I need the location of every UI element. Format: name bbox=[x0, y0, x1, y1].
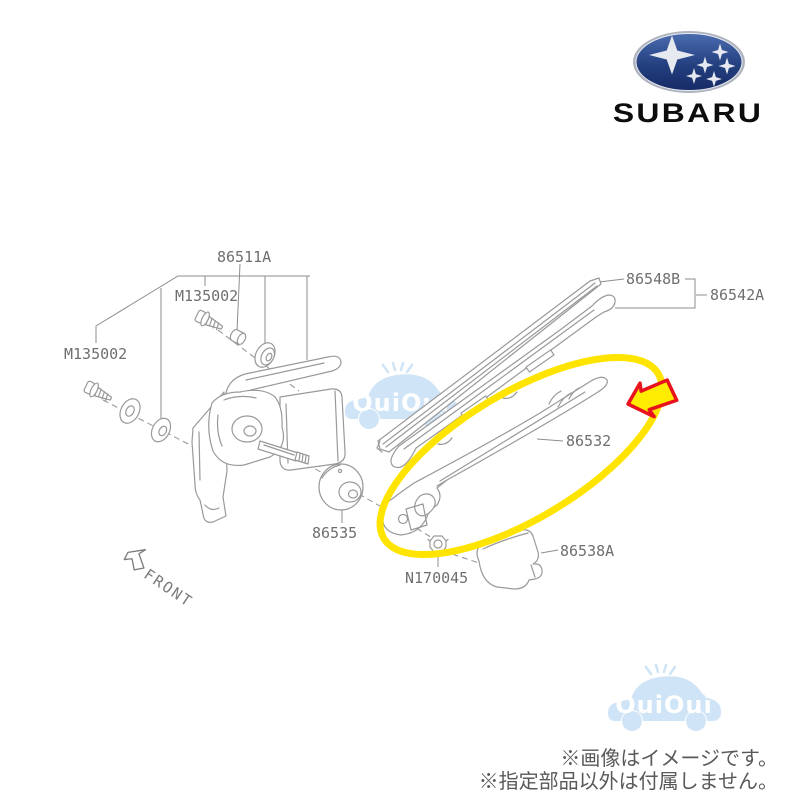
part-labels: 86511A M135002 M135002 86548B 86542A 865… bbox=[64, 248, 764, 587]
brand-name: SUBARU bbox=[613, 98, 763, 128]
label-m135002-left: M135002 bbox=[64, 345, 127, 363]
watermark-bottom-right: OuiOui bbox=[608, 663, 721, 731]
grommet bbox=[150, 417, 172, 443]
footnotes: ※画像はイメージです。 ※指定部品以外は付属しません。 bbox=[479, 748, 778, 794]
sparkle-icon bbox=[381, 361, 414, 374]
nut-n170045 bbox=[427, 535, 449, 555]
label-86532: 86532 bbox=[566, 432, 611, 450]
label-n170045: N170045 bbox=[405, 569, 468, 587]
highlight-ellipse bbox=[376, 353, 666, 559]
bolt-m135002-left bbox=[83, 380, 113, 402]
washer bbox=[119, 398, 141, 424]
blade-rubber-86548b bbox=[376, 277, 602, 453]
watermark-text: OuiOui bbox=[615, 691, 712, 719]
sparkle-icon bbox=[644, 663, 677, 676]
front-label: FRONT bbox=[141, 565, 197, 611]
footnote-image-disclaimer: ※画像はイメージです。 bbox=[560, 748, 778, 770]
pivot-grommet-86535 bbox=[318, 463, 364, 511]
highlight-arrow-icon bbox=[626, 378, 679, 419]
label-86542a: 86542A bbox=[710, 286, 764, 304]
spacer-86511a bbox=[229, 328, 247, 346]
footnote-parts-disclaimer: ※指定部品以外は付属しません。 bbox=[478, 771, 778, 793]
label-86511a: 86511A bbox=[217, 248, 271, 266]
front-arrow-icon bbox=[123, 549, 147, 571]
wiper-motor-assembly bbox=[191, 355, 346, 523]
label-86538a: 86538A bbox=[560, 542, 614, 560]
label-86548b: 86548B bbox=[626, 270, 680, 288]
label-86535: 86535 bbox=[312, 524, 357, 542]
arm-cap-86538a bbox=[476, 529, 543, 590]
bolt-m135002-top bbox=[194, 309, 224, 331]
front-direction: FRONT bbox=[123, 549, 197, 611]
leader-lines bbox=[95, 263, 707, 567]
label-m135002-top: M135002 bbox=[175, 287, 238, 305]
subaru-logo: SUBARU bbox=[613, 31, 763, 128]
watermark-car-icon bbox=[608, 676, 721, 721]
grommet bbox=[254, 342, 276, 368]
